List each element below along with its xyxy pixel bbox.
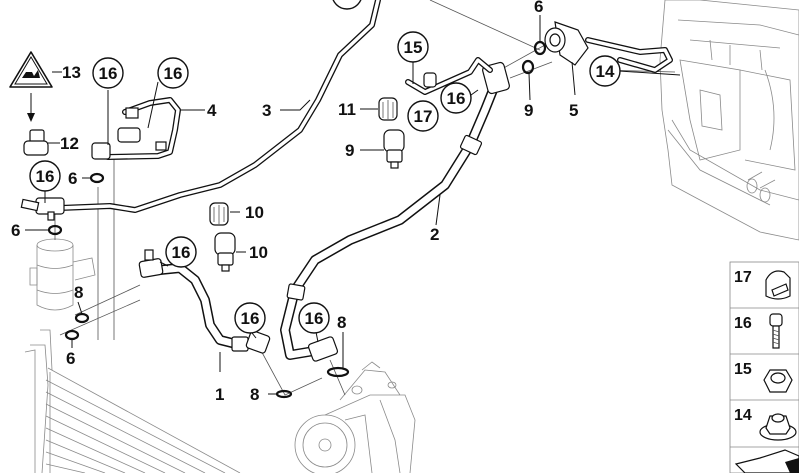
bracket-icon xyxy=(734,449,799,473)
svg-text:15: 15 xyxy=(734,361,752,378)
bracket-line xyxy=(405,57,493,95)
svg-text:17: 17 xyxy=(734,269,752,286)
o-ring-7 xyxy=(326,366,350,378)
callout-16b: 16 xyxy=(157,57,189,89)
receiver-drier xyxy=(29,238,96,311)
svg-text:17: 17 xyxy=(414,107,433,126)
hose-2 xyxy=(280,61,510,362)
label-6a: 6 xyxy=(68,169,77,188)
svg-text:16: 16 xyxy=(36,167,55,186)
svg-text:14: 14 xyxy=(596,62,615,81)
evaporator-housing xyxy=(659,0,799,241)
part-labels: 13 12 4 3 6 6 8 6 1 8 8 2 5 6 9 11 9 10 … xyxy=(11,0,578,404)
valve-9-lower xyxy=(214,232,236,272)
service-valves xyxy=(209,97,405,272)
label-13: 13 xyxy=(62,63,81,82)
label-2: 2 xyxy=(430,225,439,244)
compressor xyxy=(294,361,416,473)
fitting-drier xyxy=(20,197,65,221)
label-6b: 6 xyxy=(11,221,20,240)
label-9a: 9 xyxy=(345,141,354,160)
svg-text:16: 16 xyxy=(241,309,260,328)
legend-item-16: 16 xyxy=(734,313,783,349)
legend-item-15: 15 xyxy=(734,361,793,393)
callout-16g: 16 xyxy=(440,82,472,114)
label-6d: 6 xyxy=(534,0,543,16)
expansion-valve xyxy=(544,21,673,73)
svg-text:14: 14 xyxy=(734,407,752,424)
label-8b: 8 xyxy=(250,385,259,404)
flange-nut-icon xyxy=(759,413,797,441)
svg-text:16: 16 xyxy=(447,89,466,108)
o-ring-8c xyxy=(521,59,535,75)
circled-callouts: 16 16 16 16 16 16 16 15 xyxy=(29,0,621,334)
o-ring-6a xyxy=(89,172,105,184)
label-6c: 6 xyxy=(66,349,75,368)
label-11: 10 xyxy=(245,203,264,222)
o-ring-8a xyxy=(74,312,90,324)
label-8a: 8 xyxy=(74,283,83,302)
callout-16a: 16 xyxy=(92,57,124,89)
label-8c: 9 xyxy=(524,101,533,120)
callout-top-partial: 16 xyxy=(332,0,362,10)
callout-15: 15 xyxy=(397,31,429,63)
assembly-lines xyxy=(54,0,676,396)
hex-nut-icon xyxy=(763,369,793,393)
cap-11 xyxy=(209,202,229,226)
callout-16d: 16 xyxy=(165,236,197,268)
cap-10 xyxy=(378,97,398,121)
legend-item-14: 14 xyxy=(734,407,797,441)
clip-icon xyxy=(765,270,791,300)
callout-16e: 16 xyxy=(234,302,266,334)
refrigerant-warning-icon xyxy=(9,51,53,122)
leader-lines xyxy=(25,15,681,395)
label-4: 4 xyxy=(207,101,217,120)
legend-panel: 17 16 15 14 xyxy=(729,261,799,473)
svg-text:16: 16 xyxy=(99,64,118,83)
svg-text:15: 15 xyxy=(404,38,423,57)
legend-item-bracket xyxy=(734,449,799,473)
callout-16c: 16 xyxy=(29,160,61,192)
pipe-4 xyxy=(91,97,181,160)
valve-9-upper xyxy=(383,129,405,169)
svg-text:16: 16 xyxy=(338,0,357,4)
pressure-switch-12 xyxy=(23,129,49,156)
legend-item-17: 17 xyxy=(734,269,791,300)
pipe-3 xyxy=(57,0,381,213)
svg-text:16: 16 xyxy=(172,243,191,262)
label-3: 3 xyxy=(262,101,271,120)
o-ring-8b xyxy=(275,389,293,399)
svg-text:16: 16 xyxy=(164,64,183,83)
callout-16f: 16 xyxy=(298,302,330,334)
bolt-icon xyxy=(769,313,783,349)
o-ring-6c xyxy=(64,329,80,341)
label-5: 5 xyxy=(569,101,578,120)
label-7: 8 xyxy=(337,313,346,332)
svg-text:16: 16 xyxy=(734,315,752,332)
condenser xyxy=(24,329,241,473)
callout-14: 14 xyxy=(589,55,621,87)
svg-text:16: 16 xyxy=(305,309,324,328)
callout-17: 17 xyxy=(407,100,439,132)
hose-1 xyxy=(138,249,271,354)
label-12: 12 xyxy=(60,134,79,153)
label-1: 1 xyxy=(215,385,224,404)
label-10: 11 xyxy=(338,100,356,119)
label-9b: 10 xyxy=(249,243,268,262)
